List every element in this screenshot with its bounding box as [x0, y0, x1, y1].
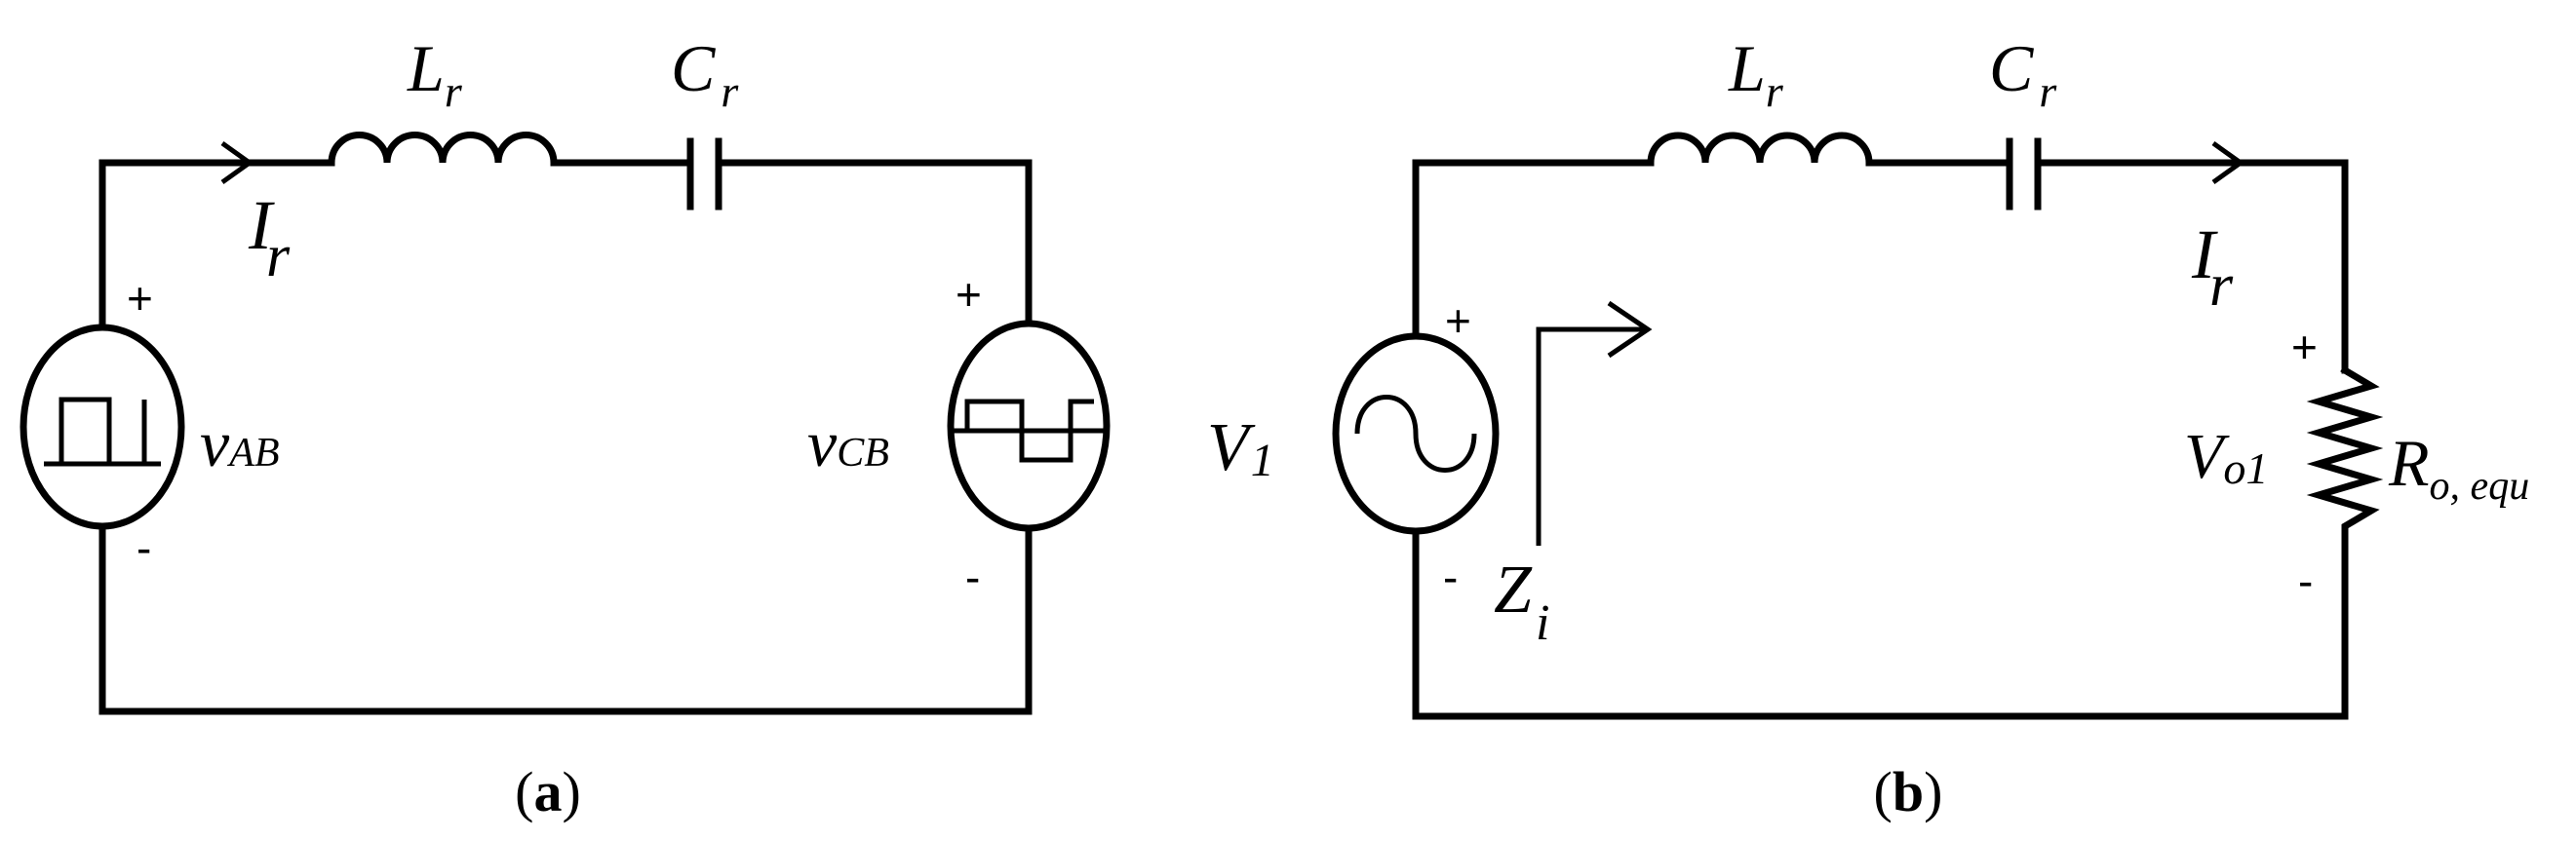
square-pulse-icon — [44, 397, 161, 467]
inductor-label-a: Lr — [407, 31, 463, 116]
source-vcb — [947, 320, 1111, 532]
capacitor-a — [686, 137, 722, 210]
source-v1 — [1332, 332, 1500, 535]
caption-a: (a) — [515, 760, 581, 823]
inductor-label-b: Lr — [1728, 31, 1784, 116]
plus-sign-vcb: + — [956, 269, 982, 320]
wire-b-top-right — [2037, 159, 2349, 374]
source-label-v1: V1 — [1207, 410, 1274, 486]
resistor-ro-equ — [2306, 365, 2384, 545]
source-vab — [20, 324, 185, 530]
minus-sign-v1: - — [1443, 552, 1458, 602]
voltage-label-vo1: Vo1 — [2184, 421, 2268, 493]
inductor-a — [328, 132, 558, 167]
wire-b-bottom — [1412, 527, 2349, 720]
inductor-b — [1647, 132, 1873, 167]
wire-a-top-left — [98, 159, 335, 350]
current-label-b: Ir — [2191, 215, 2234, 319]
capacitor-b — [2006, 137, 2042, 210]
sine-wave-icon — [1354, 395, 1477, 473]
minus-sign-vcb: - — [965, 552, 980, 602]
plus-sign-v1: + — [1445, 295, 1471, 346]
resistor-label-ro-equ: Ro, equ — [2388, 426, 2529, 509]
caption-b: (b) — [1874, 760, 1943, 823]
plus-sign-vab: + — [127, 273, 153, 324]
current-label-a: Ir — [248, 186, 291, 289]
current-arrow-a — [220, 140, 254, 185]
plus-sign-vo1: + — [2291, 322, 2318, 372]
source-label-vab: vAB — [200, 406, 280, 480]
wire-b-top-left — [1412, 159, 1655, 340]
current-arrow-b — [2211, 140, 2245, 185]
minus-sign-vab: - — [137, 522, 151, 573]
wire-a-bottom — [98, 522, 1033, 715]
impedance-label-zi: Zi — [1494, 553, 1549, 651]
minus-sign-vo1: - — [2298, 555, 2313, 606]
square-wave-icon — [951, 399, 1107, 463]
source-label-vcb: vCB — [807, 406, 889, 480]
impedance-arrow — [1536, 300, 1653, 546]
wire-a-top-right — [718, 159, 1033, 327]
